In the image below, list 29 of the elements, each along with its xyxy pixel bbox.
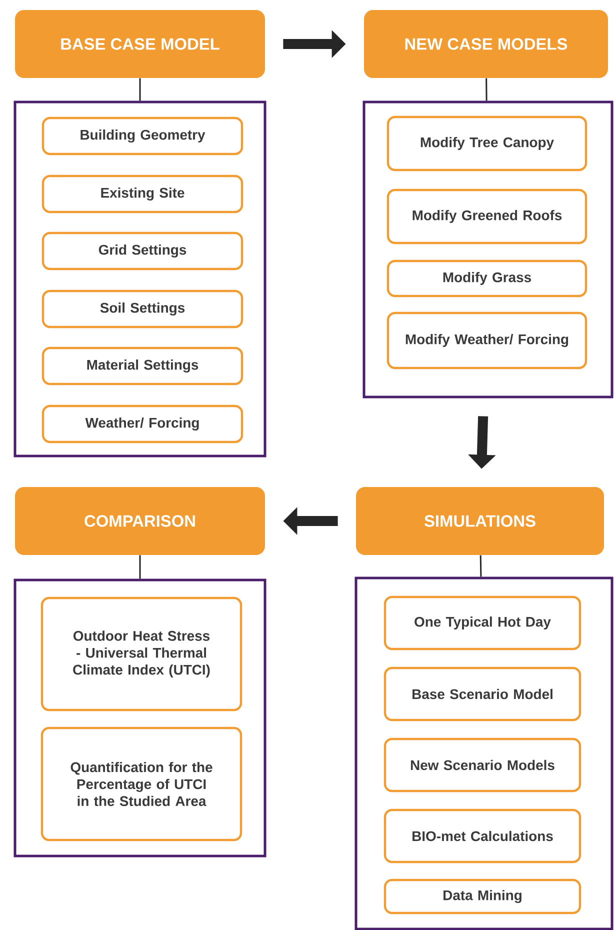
step-box: Base Scenario Model <box>384 666 582 722</box>
connector-line <box>480 555 482 577</box>
connector-line <box>486 78 488 101</box>
group-box <box>14 578 266 858</box>
group-box <box>354 576 614 930</box>
step-box: Data Mining <box>384 878 582 914</box>
header-box: SIMULATIONS <box>356 487 604 555</box>
connector-line <box>139 78 141 101</box>
header-box: BASE CASE MODEL <box>15 10 265 78</box>
connector-line <box>139 555 141 579</box>
step-box: New Scenario Models <box>384 738 582 792</box>
step-box: Material Settings <box>42 346 244 386</box>
step-box: Soil Settings <box>42 290 244 328</box>
step-box: Quantification for the Percentage of UTCI in the Studied Area <box>40 726 242 842</box>
step-box: Modify Greened Roofs <box>386 188 588 244</box>
header-box: NEW CASE MODELS <box>364 10 608 78</box>
step-box: Grid Settings <box>42 232 244 270</box>
step-box: Weather/ Forcing <box>42 404 244 444</box>
step-box: Modify Tree Canopy <box>386 116 588 172</box>
step-box: Modify Grass <box>386 260 588 298</box>
header-box: COMPARISON <box>15 487 265 555</box>
step-box: Outdoor Heat Stress - Universal Thermal Climate Index (UTCI) <box>40 596 242 712</box>
step-box: Existing Site <box>42 174 244 214</box>
step-box: Building Geometry <box>42 116 244 156</box>
step-box: BIO-met Calculations <box>384 808 582 864</box>
group-box <box>14 100 266 458</box>
group-box <box>362 100 614 398</box>
step-box: One Typical Hot Day <box>384 596 582 650</box>
step-box: Modify Weather/ Forcing <box>386 312 588 370</box>
